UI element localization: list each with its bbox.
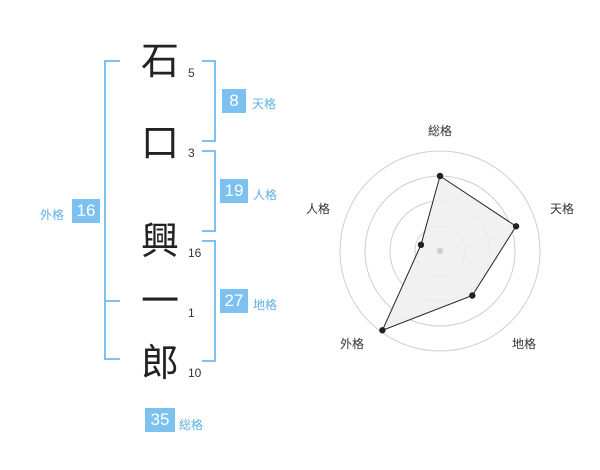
radar-axis-label-chikaku: 地格 [511, 337, 536, 351]
jinkaku-label: 人格 [253, 188, 278, 202]
radar-point-4 [379, 327, 386, 334]
radar-point-3 [469, 292, 476, 299]
chikaku-bracket [202, 240, 216, 362]
gaikaku-label: 外格 [40, 208, 65, 222]
tenkaku-value-badge: 8 [222, 89, 246, 113]
soukaku-label: 総格 [179, 418, 204, 432]
radar-grid-ring [339, 150, 541, 352]
stroke-count-3: 16 [188, 246, 202, 260]
radar-axis-label-tenkaku: 天格 [549, 202, 574, 216]
jinkaku-bracket [202, 150, 216, 232]
stroke-count-1: 5 [188, 66, 195, 80]
tenkaku-bracket [202, 60, 216, 142]
name-char-5: 郎 [140, 341, 179, 385]
jinkaku-value-badge: 19 [220, 179, 248, 203]
name-char-4: 一 [140, 279, 179, 323]
stroke-count-2: 3 [188, 146, 195, 160]
radar-center-dot [437, 248, 443, 254]
stroke-count-4: 1 [188, 306, 195, 320]
chikaku-label: 地格 [253, 298, 278, 312]
radar-point-1 [436, 172, 444, 180]
chikaku-value-badge: 27 [220, 289, 248, 313]
stroke-count-5: 10 [188, 366, 202, 380]
tenkaku-label: 天格 [252, 97, 277, 111]
radar-axis-label-soukaku: 総格 [427, 124, 452, 138]
name-char-2: 口 [140, 121, 179, 165]
radar-point-5 [417, 241, 425, 249]
gaikaku-value-badge: 16 [72, 199, 100, 223]
radar-axis-label-gaikaku: 外格 [339, 337, 364, 351]
radar-point-2 [512, 223, 520, 230]
radar-series-polygon [381, 175, 517, 332]
gaikaku-bracket-bottom [104, 298, 120, 360]
gaikaku-bracket-top [104, 60, 120, 302]
name-char-1: 石 [140, 39, 179, 83]
soukaku-value-badge: 35 [145, 408, 175, 432]
name-char-3: 興 [140, 219, 179, 263]
radar-axis-label-jinkaku: 人格 [305, 202, 330, 216]
